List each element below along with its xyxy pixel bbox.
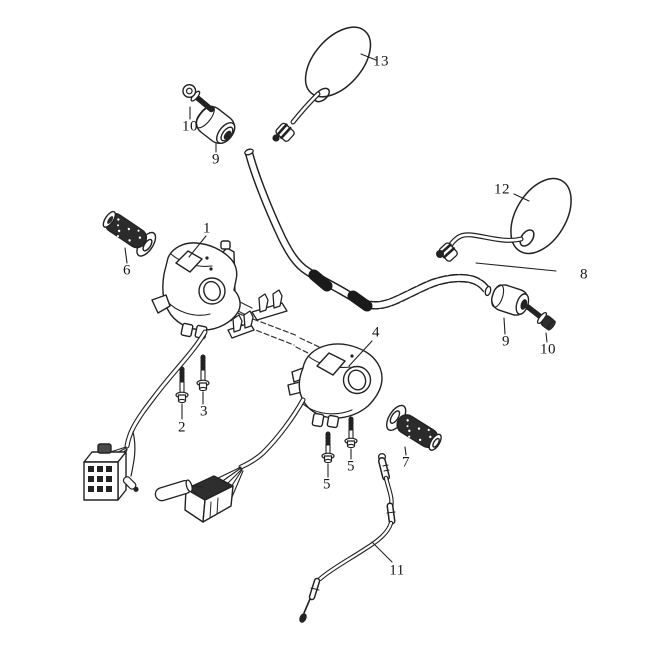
callout-part-2: 2 xyxy=(178,419,186,436)
mirror-top-drawing xyxy=(272,26,372,142)
callout-part-5-right: 5 xyxy=(347,458,355,475)
callout-part-8: 8 xyxy=(580,266,588,283)
weight-bolt-left-drawing xyxy=(182,84,216,114)
nine-pin-connector-drawing xyxy=(83,443,127,501)
right-grip-drawing xyxy=(385,404,442,451)
callout-part-10-right: 10 xyxy=(540,341,556,358)
callout-part-1: 1 xyxy=(203,220,211,237)
switch-screw-2-drawing xyxy=(175,366,189,404)
wire-clamps xyxy=(227,289,288,339)
bar-end-weight-left-drawing xyxy=(195,105,236,144)
left-grip-drawing xyxy=(102,210,157,257)
callout-part-9-right: 9 xyxy=(502,333,510,350)
callout-part-10-left: 10 xyxy=(182,118,198,135)
bar-end-weight-right-drawing xyxy=(491,284,530,316)
switch-screw-5-left-drawing xyxy=(321,431,335,464)
callout-part-7: 7 xyxy=(402,454,410,471)
handlebar-drawing xyxy=(244,148,492,312)
switch-screw-5-right-drawing xyxy=(344,416,358,449)
switch-screw-3-drawing xyxy=(196,354,210,392)
throttle-cable-drawing xyxy=(299,452,396,623)
mirror-right-drawing xyxy=(436,177,572,262)
left-switch-assembly-drawing xyxy=(151,240,241,340)
leader-lines xyxy=(124,53,557,563)
sleeve-connector-drawing xyxy=(154,479,204,502)
callout-part-5-left: 5 xyxy=(323,476,331,493)
connector-pins xyxy=(88,466,112,492)
callout-part-4: 4 xyxy=(372,324,380,341)
callout-part-13: 13 xyxy=(373,53,389,70)
callout-part-9-left: 9 xyxy=(212,151,220,168)
bullet-connector-drawing xyxy=(122,476,139,492)
callout-part-12: 12 xyxy=(494,181,510,198)
right-switch-assembly-drawing xyxy=(287,343,383,429)
callout-part-11: 11 xyxy=(389,562,405,579)
connector-block-drawing xyxy=(184,475,234,523)
grip-texture-dots xyxy=(116,218,142,242)
grip-texture-dots xyxy=(406,419,432,442)
weight-bolt-right-drawing xyxy=(525,304,556,331)
callout-part-3: 3 xyxy=(200,403,208,420)
callout-part-6: 6 xyxy=(123,262,131,279)
